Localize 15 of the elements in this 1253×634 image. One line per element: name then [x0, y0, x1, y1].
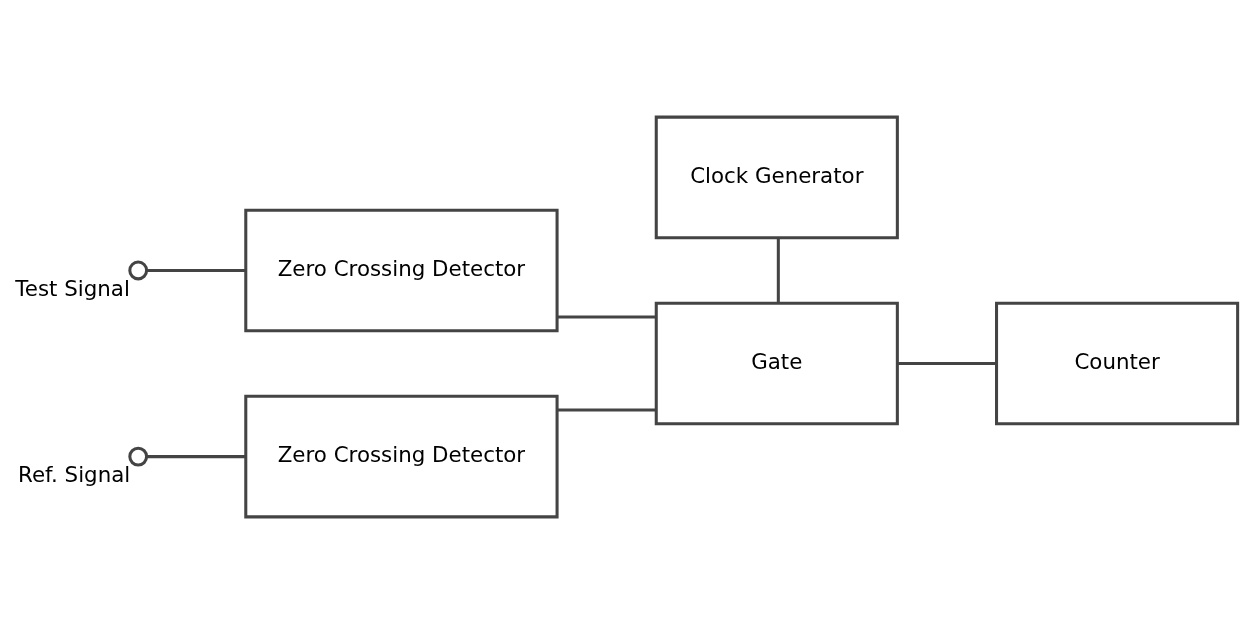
node-box: Zero Crossing Detector [244, 394, 559, 519]
node-box: Gate [654, 301, 899, 426]
connector [146, 268, 246, 272]
node-label: Test Signal [15, 275, 130, 301]
connector [897, 362, 996, 366]
connector [776, 237, 780, 303]
connector [557, 315, 656, 319]
node-box: Clock Generator [654, 115, 899, 240]
node-box: Counter [995, 301, 1240, 426]
connector [146, 455, 246, 459]
node-label: Ref. Signal [18, 462, 131, 488]
node-circle [128, 446, 149, 467]
node-circle [128, 260, 149, 281]
connector [557, 408, 656, 412]
node-box: Zero Crossing Detector [244, 208, 559, 333]
